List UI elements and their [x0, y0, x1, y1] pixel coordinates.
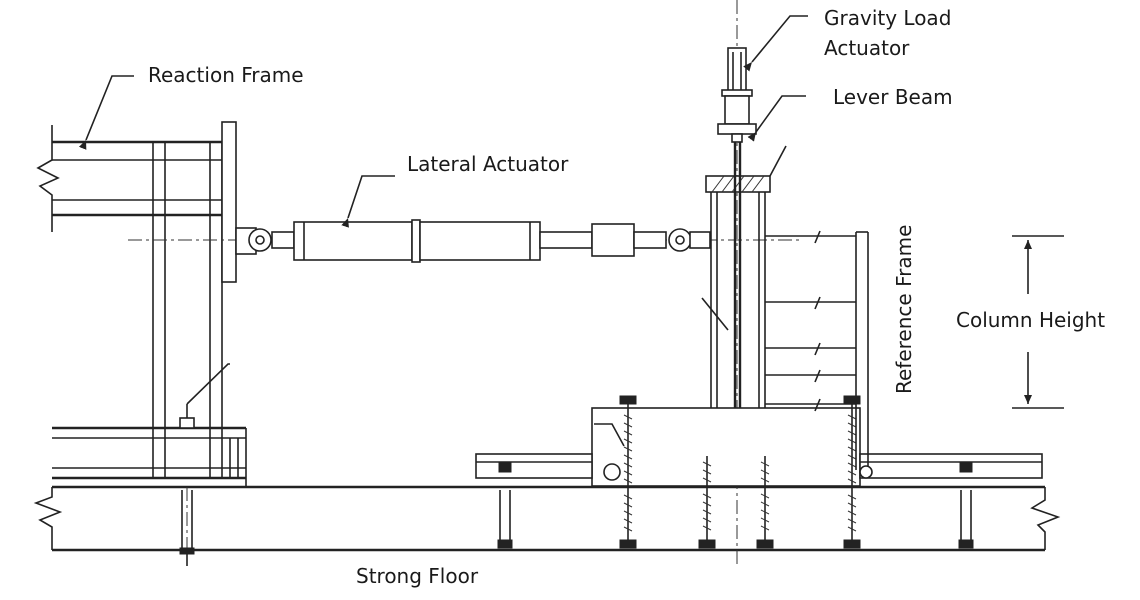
anchor-rods [594, 395, 861, 549]
reference-frame-label: Reference Frame [892, 225, 916, 394]
lever-beam-label: Lever Beam [833, 85, 953, 109]
column-height-label: Column Height [956, 308, 1105, 332]
strong-floor [33, 485, 1061, 552]
lateral-actuator-label: Lateral Actuator [407, 152, 569, 176]
displacement-gauges [765, 230, 856, 412]
reaction-frame-label: Reaction Frame [148, 63, 304, 87]
strong-floor-label: Strong Floor [356, 564, 479, 588]
lever-beam [705, 95, 806, 193]
gravity-actuator-label-line1: Gravity Load [824, 6, 951, 30]
reaction-frame [36, 121, 247, 566]
gravity-actuator-label-line2: Actuator [824, 36, 910, 60]
reaction-frame-leader [78, 75, 134, 150]
column-specimen [591, 142, 861, 487]
reference-frame [765, 230, 873, 479]
base-rails [475, 453, 1043, 549]
column-height-dimension [1012, 235, 1064, 409]
lateral-actuator [128, 175, 800, 263]
gravity-load-actuator [717, 0, 808, 565]
